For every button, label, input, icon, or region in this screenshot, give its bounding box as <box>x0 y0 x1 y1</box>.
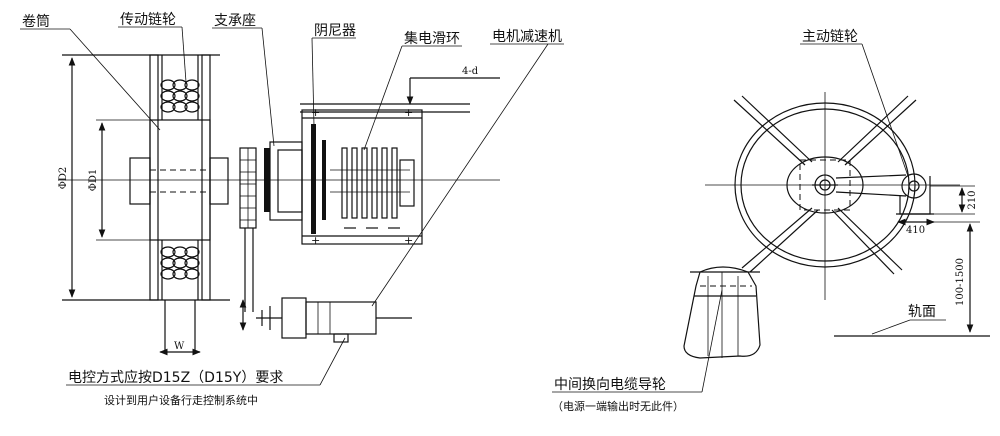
holes-label: 4-d <box>462 66 479 77</box>
slip-ring-housing <box>301 109 423 245</box>
label-middle-guide-wheel: 中间换向电缆导轮 <box>554 376 666 393</box>
slip-rings <box>341 147 415 219</box>
svg-text:+: + <box>404 234 413 247</box>
dimension-d1: ΦD1 <box>88 119 150 241</box>
label-support-seat: 支承座 <box>214 13 256 29</box>
support-seat-bearing <box>264 148 270 212</box>
dimension-w: W <box>159 341 201 356</box>
dim-d1-label: ΦD1 <box>88 169 99 192</box>
label-slip-ring: 集电滑环 <box>404 30 460 47</box>
dim-100-1500-label: 100-1500 <box>955 258 966 306</box>
dim-210-label: 210 <box>967 190 978 209</box>
motor-reducer <box>256 297 412 343</box>
support-seat <box>269 141 303 221</box>
label-control-mode: 电控方式应按D15Z（D15Y）要求 <box>68 369 283 386</box>
dimension-d2: ΦD2 <box>58 57 76 298</box>
label-drum: 卷筒 <box>22 13 50 30</box>
dim-w-label: W <box>174 341 185 352</box>
dim-d2-label: ΦD2 <box>58 167 69 190</box>
label-rail-surface: 轨面 <box>908 304 936 320</box>
leader-lines-left <box>20 26 564 386</box>
middle-guide-wheel <box>683 266 761 359</box>
cable-coils-top <box>160 79 200 113</box>
damper-plate <box>311 124 316 234</box>
svg-text:+: + <box>311 234 320 247</box>
label-drive-sprocket: 传动链轮 <box>120 12 176 28</box>
label-main-sprocket: 主动链轮 <box>802 29 858 45</box>
drum-assembly-front-view: 210 410 100-1500 <box>552 43 990 393</box>
label-damper: 阴尼器 <box>314 23 356 39</box>
main-sprocket <box>896 173 934 215</box>
drum-assembly-side-view: + + + + ΦD2 <box>58 54 500 356</box>
label-motor-reducer: 电机减速机 <box>492 29 562 45</box>
dim-410-label: 410 <box>906 225 925 236</box>
label-control-note: 设计到用户设备行走控制系统中 <box>104 393 258 407</box>
label-middle-guide-note: （电源一端输出时无此件） <box>552 399 684 413</box>
cable-coils-bottom <box>160 246 200 280</box>
